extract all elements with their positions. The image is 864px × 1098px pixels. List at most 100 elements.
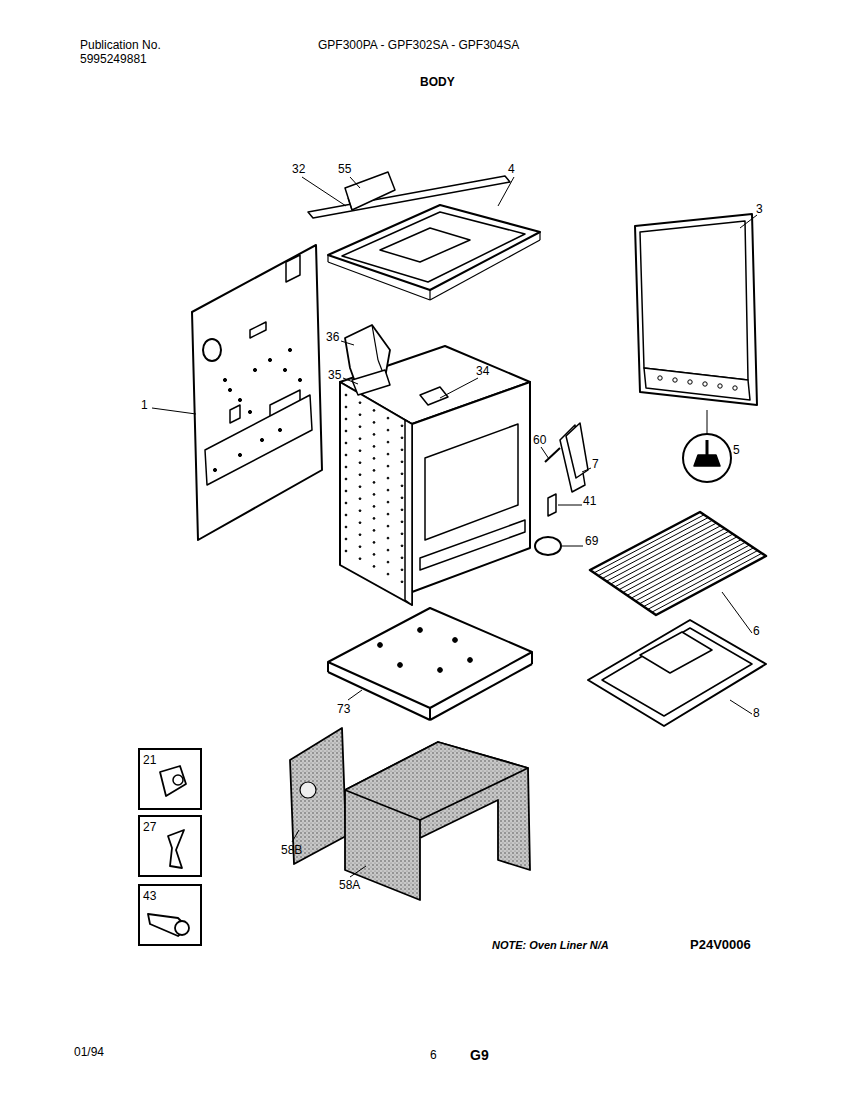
callout-number: 34 [476, 364, 489, 378]
hole [345, 454, 347, 456]
leader-line [440, 378, 478, 398]
hole [373, 446, 375, 448]
hole [345, 502, 347, 504]
hole [373, 410, 375, 412]
callout-number: 36 [326, 330, 339, 344]
hole [359, 486, 361, 488]
hole [387, 417, 389, 419]
leader-line [350, 866, 366, 877]
hole [387, 441, 389, 443]
hole [373, 494, 375, 496]
hole [278, 428, 281, 431]
hole [387, 501, 389, 503]
page-text: 6 [430, 1048, 437, 1062]
bracket [345, 172, 395, 210]
rack-wire [640, 545, 750, 604]
hole [359, 474, 361, 476]
callout-number: 73 [337, 702, 350, 716]
rack-wire [635, 542, 745, 601]
callout-number: 1 [141, 398, 148, 412]
callout-number: 3 [756, 202, 763, 216]
callout-number: 32 [292, 162, 305, 176]
hole [359, 450, 361, 452]
leader-line [152, 408, 196, 414]
leader-line [558, 505, 582, 506]
body-rail [420, 520, 525, 570]
callout-number: 43 [140, 888, 159, 904]
page-text: 01/94 [74, 1045, 104, 1059]
part-line [429, 708, 431, 720]
hole [688, 380, 692, 384]
hole [387, 477, 389, 479]
hole [213, 468, 216, 471]
slot [250, 322, 266, 338]
hole [387, 561, 389, 563]
hole [345, 514, 347, 516]
oven-opening [425, 424, 518, 540]
diagram-title: BODY [420, 75, 455, 89]
inset-box: 21 [138, 748, 202, 810]
leader-line [498, 177, 514, 206]
gasket [352, 370, 390, 395]
hole [387, 513, 389, 515]
hole [373, 482, 375, 484]
hole [401, 473, 403, 475]
panel-tab [286, 255, 300, 282]
rack-wire [648, 551, 758, 610]
part-line [430, 664, 532, 720]
hole [398, 663, 403, 668]
hole [401, 569, 403, 571]
callout-number: 58A [339, 878, 360, 892]
hole [359, 534, 361, 536]
hole [401, 533, 403, 535]
hole [203, 339, 221, 361]
hole [300, 782, 316, 798]
hole [283, 368, 286, 371]
hole [359, 498, 361, 500]
hole [387, 429, 389, 431]
leader-line [292, 830, 299, 842]
hole [673, 378, 677, 382]
panel-recess [205, 395, 312, 485]
hole [345, 526, 347, 528]
hole [733, 386, 737, 390]
rack-wire [644, 548, 754, 607]
rack-support [566, 423, 588, 478]
hole [345, 394, 347, 396]
hole [387, 453, 389, 455]
leader-line [541, 447, 549, 459]
hole [298, 378, 301, 381]
pan-slot [640, 632, 712, 673]
hole [345, 538, 347, 540]
hole [401, 449, 403, 451]
clamp-icon [168, 830, 184, 868]
hole [401, 485, 403, 487]
hole [238, 398, 241, 401]
hole [378, 643, 383, 648]
hole [228, 388, 231, 391]
hole [373, 566, 375, 568]
callout-number: 41 [583, 494, 596, 508]
hole [373, 518, 375, 520]
hole [359, 438, 361, 440]
page-text: 5995249881 [80, 52, 147, 66]
hole [718, 384, 722, 388]
side-panel-inner [640, 221, 748, 380]
hole [401, 461, 403, 463]
inset-box: 27 [138, 815, 202, 877]
hole [345, 550, 347, 552]
back-panel [192, 245, 322, 540]
hole [401, 557, 403, 559]
clip [545, 448, 560, 462]
hole [223, 378, 226, 381]
body-front [412, 382, 530, 592]
leader-line [348, 690, 362, 700]
hole [268, 358, 271, 361]
part-line [327, 662, 329, 672]
hole [387, 537, 389, 539]
callout-number: 27 [140, 819, 159, 835]
hole [373, 554, 375, 556]
hole [359, 510, 361, 512]
callout-number: 8 [753, 706, 760, 720]
